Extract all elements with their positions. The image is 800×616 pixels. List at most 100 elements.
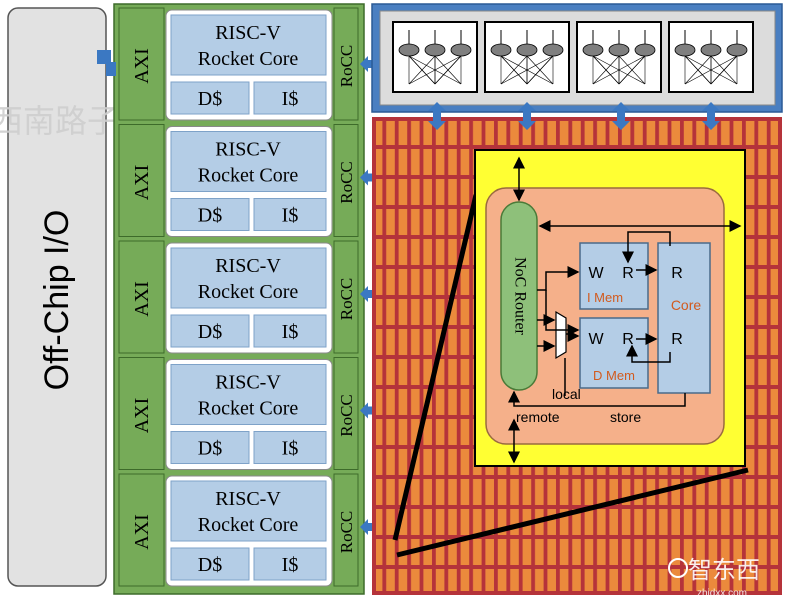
dmem-label: D Mem [593, 368, 635, 383]
detail-wires [508, 156, 742, 464]
icache-label: I$ [282, 88, 299, 110]
axi-label: AXI [131, 48, 153, 84]
axi-block [118, 473, 165, 587]
offchip-io-label: Off-Chip I/O [38, 210, 76, 391]
core-title-line2: Rocket Core [198, 48, 299, 70]
offchip-io-panel [7, 7, 107, 587]
remote-label: remote [516, 409, 560, 425]
neuron-node [634, 43, 656, 57]
core-title-line1: RISC-V [215, 22, 281, 44]
axi-block [118, 357, 165, 470]
core-title-line1: RISC-V [215, 488, 281, 510]
icache-label: I$ [282, 321, 299, 343]
rocc-block [333, 240, 359, 354]
dcache-block [170, 198, 250, 231]
neuron-node [726, 43, 748, 57]
axi-block [118, 124, 165, 237]
core-title-line2: Rocket Core [198, 514, 299, 536]
imem-label: I Mem [587, 290, 623, 305]
dcache-block [170, 547, 250, 581]
icache-label: I$ [282, 205, 299, 227]
dcache-block [170, 81, 250, 115]
core-title-line1: RISC-V [215, 372, 281, 394]
neuron-node [674, 43, 696, 57]
axi-label: AXI [131, 165, 153, 201]
logo-watermark: 智东西 [688, 557, 760, 584]
neuron-node [450, 43, 472, 57]
rocket-core-block [170, 14, 327, 76]
dcache-label: D$ [198, 438, 222, 460]
local-label: local [552, 386, 581, 402]
imem-write-port: W [588, 265, 604, 282]
zoom-line-top [392, 194, 479, 541]
accelerator-unit-2 [484, 21, 570, 93]
logo-icon [668, 558, 688, 578]
rocc-block [333, 473, 359, 587]
icache-block [253, 198, 327, 231]
axi-label: AXI [131, 398, 153, 434]
noc-router-label: NoC Router [511, 257, 528, 335]
rocket-core-block [170, 247, 327, 309]
dmem-read-port: R [622, 331, 634, 348]
dcache-block [170, 431, 250, 464]
logo-watermark-sub: zhidxx.com [697, 588, 747, 599]
watermark-left: 西南路子 [0, 103, 119, 139]
neuron-node [490, 43, 512, 57]
neuron-node [608, 43, 630, 57]
core-block [657, 242, 711, 394]
rocc-label: RoCC [337, 278, 356, 321]
rocc-block [333, 7, 359, 121]
accelerator-links [428, 102, 720, 130]
offchip-connector-2 [106, 62, 116, 76]
core-title-line1: RISC-V [215, 139, 281, 161]
dmem-write-port: W [588, 331, 604, 348]
rocc-label: RoCC [337, 45, 356, 88]
rocc-label: RoCC [337, 511, 356, 554]
accelerator-unit-3 [576, 21, 662, 93]
store-label: store [610, 409, 641, 425]
link-arrow [518, 102, 536, 130]
noc-router [500, 201, 538, 391]
mux [555, 310, 567, 360]
imem-read-port: R [622, 265, 634, 282]
imem-block [579, 242, 649, 310]
icache-block [253, 431, 327, 464]
accelerator-units [392, 21, 754, 93]
icache-block [253, 547, 327, 581]
link-arrow [612, 102, 630, 130]
rocc-block [333, 124, 359, 237]
dcache-label: D$ [198, 205, 222, 227]
neuron-node [398, 43, 420, 57]
axi-block [118, 240, 165, 354]
accelerator-unit-4 [668, 21, 754, 93]
dcache-block [170, 314, 250, 348]
rocket-core-block [170, 364, 327, 425]
dcache-label: D$ [198, 554, 222, 576]
dcache-label: D$ [198, 88, 222, 110]
axi-label: AXI [131, 514, 153, 550]
neuron-node [516, 43, 538, 57]
rocc-block [333, 357, 359, 470]
axi-block [118, 7, 165, 121]
icache-block [253, 81, 327, 115]
rocket-core-block [170, 131, 327, 192]
neuron-node [424, 43, 446, 57]
neuron-node [582, 43, 604, 57]
icache-label: I$ [282, 554, 299, 576]
core-title-line2: Rocket Core [198, 281, 299, 303]
dcache-label: D$ [198, 321, 222, 343]
axi-label: AXI [131, 281, 153, 317]
neuron-node [542, 43, 564, 57]
link-arrow [702, 102, 720, 130]
accelerator-unit-1 [392, 21, 478, 93]
core-title-line1: RISC-V [215, 255, 281, 277]
offchip-connector [97, 50, 111, 64]
